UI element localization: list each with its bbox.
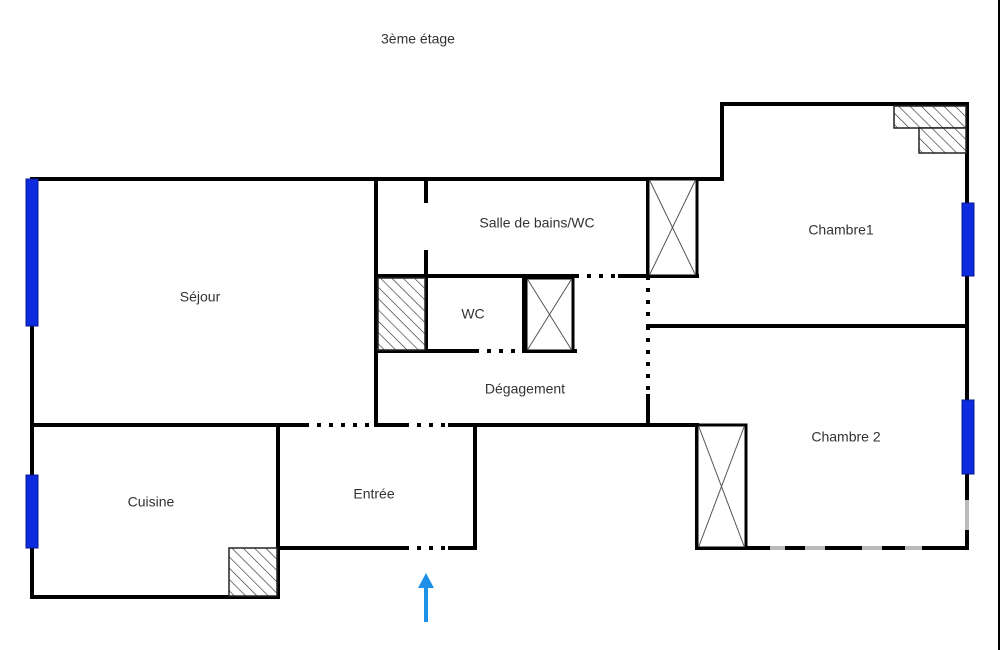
room-label-chambre2: Chambre 2 xyxy=(811,429,880,445)
duct-chambre1-bottom xyxy=(918,127,967,154)
entrance-arrow-icon xyxy=(418,573,434,622)
room-label-cuisine: Cuisine xyxy=(128,494,175,510)
floor-title: 3ème étage xyxy=(381,31,455,47)
room-label-salle-de-bains: Salle de bains/WC xyxy=(479,215,594,231)
window-cuisine xyxy=(25,474,39,549)
duct-wc xyxy=(377,277,426,351)
window-chambre1 xyxy=(961,202,975,277)
window-sejour xyxy=(25,178,39,327)
room-label-entree: Entrée xyxy=(353,486,394,502)
closet-chambre2 xyxy=(695,423,748,550)
window-chambre2 xyxy=(961,399,975,475)
room-label-chambre1: Chambre1 xyxy=(808,222,874,238)
closet-wc xyxy=(524,276,575,353)
room-label-sejour: Séjour xyxy=(180,289,221,305)
duct-chambre1-top xyxy=(893,105,967,129)
duct-cuisine xyxy=(228,547,278,597)
room-label-wc: WC xyxy=(461,306,484,322)
closet-bathroom xyxy=(646,177,699,278)
room-label-degagement: Dégagement xyxy=(485,381,565,397)
door-openings xyxy=(276,274,650,550)
